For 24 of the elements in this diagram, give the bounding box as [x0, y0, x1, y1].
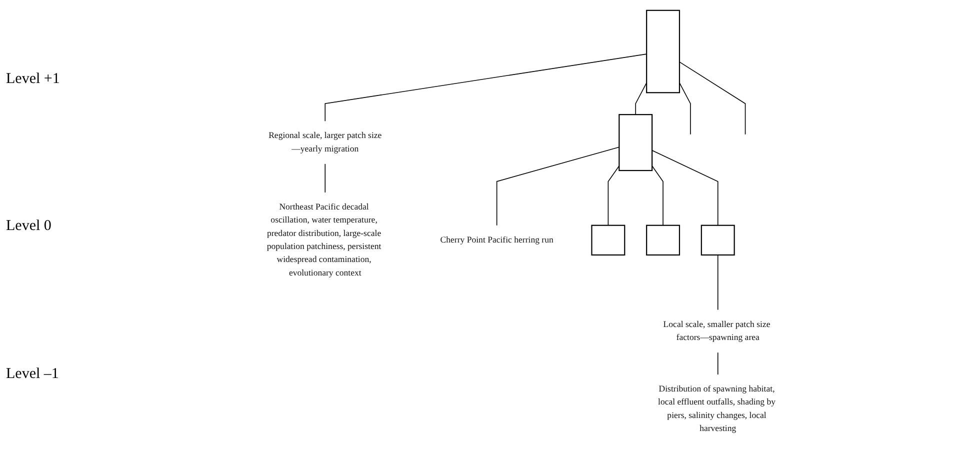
- annotation-text: Distribution of spawning habitat, local effluent outfalls, shading by piers, salinity changes, local harvesting: [658, 384, 776, 434]
- scale-box: [646, 10, 680, 94]
- connector-line: [679, 62, 746, 135]
- connector-line: [717, 254, 718, 310]
- connector-line: [324, 54, 647, 122]
- level-label: Level –1: [6, 366, 60, 383]
- scale-box: [700, 224, 735, 256]
- annotation-text: Northeast Pacific decadal oscillation, water temperature, predator distribution, large-scale population patchiness, persistent widespread contamination, evolutionary context: [266, 202, 382, 278]
- annotation-text: Regional scale, larger patch size—yearly migration: [268, 131, 382, 154]
- connector-line: [324, 164, 326, 193]
- connector-line: [496, 146, 620, 226]
- scale-box: [618, 114, 653, 172]
- level-label: Level +1: [6, 71, 61, 88]
- annotation-text: Cherry Point Pacific herring run: [440, 235, 554, 245]
- annotation-text: Local scale, smaller patch size factors—spawning area: [663, 320, 770, 342]
- scale-box: [646, 224, 680, 256]
- connector-line: [652, 150, 718, 226]
- connector-line: [608, 166, 620, 226]
- scale-box: [591, 224, 626, 256]
- level-label: Level 0: [6, 218, 52, 236]
- connector-line: [717, 352, 718, 375]
- connector-line: [652, 166, 664, 226]
- connector-line: [679, 82, 691, 135]
- connector-line: [635, 82, 647, 115]
